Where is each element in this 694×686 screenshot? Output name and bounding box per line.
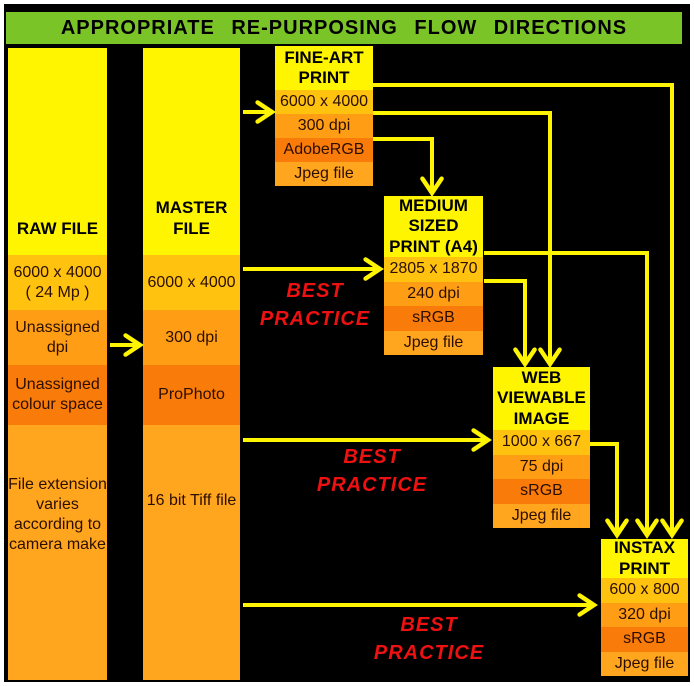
raw-dimensions: 6000 x 4000 ( 24 Mp ) xyxy=(8,255,107,310)
arrow-medium-to-web xyxy=(484,279,537,368)
medium-dimensions: 2805 x 1870 xyxy=(384,257,483,282)
master-file-header: MASTER FILE xyxy=(143,48,240,255)
web-file-type: Jpeg file xyxy=(493,503,590,528)
instax-colour-space: sRGB xyxy=(601,627,688,652)
raw-file-header: RAW FILE xyxy=(8,48,107,255)
web-dpi: 75 dpi xyxy=(493,454,590,479)
master-dimensions: 6000 x 4000 xyxy=(143,255,240,310)
master-file-type: 16 bit Tiff file xyxy=(143,425,240,680)
medium-header: MEDIUM SIZED PRINT (A4) xyxy=(384,196,483,257)
arrow-fineart-to-medium xyxy=(373,137,444,197)
fineart-header: FINE-ART PRINT xyxy=(275,46,373,90)
instax-file-type: Jpeg file xyxy=(601,651,688,676)
medium-colour-space: sRGB xyxy=(384,306,483,331)
arrow-web-to-instax xyxy=(590,442,629,539)
medium-dpi: 240 dpi xyxy=(384,281,483,306)
title-banner: APPROPRIATE RE-PURPOSING FLOW DIRECTIONS xyxy=(6,12,682,44)
fineart-dpi: 300 dpi xyxy=(275,114,373,138)
fineart-print-box: FINE-ART PRINT 6000 x 4000 300 dpi Adobe… xyxy=(275,46,373,186)
fineart-dimensions: 6000 x 4000 xyxy=(275,90,373,114)
instax-header: INSTAX PRINT xyxy=(601,538,688,578)
fineart-colour-space: AdobeRGB xyxy=(275,138,373,162)
web-dimensions: 1000 x 667 xyxy=(493,430,590,455)
raw-file-extension: File extension varies according to camer… xyxy=(8,425,107,680)
medium-print-box: MEDIUM SIZED PRINT (A4) 2805 x 1870 240 … xyxy=(384,196,483,355)
best-practice-label-instax: BEST PRACTICE xyxy=(373,614,485,664)
instax-dpi: 320 dpi xyxy=(601,602,688,627)
medium-file-type: Jpeg file xyxy=(384,330,483,355)
master-dpi: 300 dpi xyxy=(143,310,240,365)
instax-dimensions: 600 x 800 xyxy=(601,578,688,603)
raw-colour-space: Unassigned colour space xyxy=(8,365,107,425)
web-image-box: WEB VIEWABLE IMAGE 1000 x 667 75 dpi sRG… xyxy=(493,367,590,528)
web-colour-space: sRGB xyxy=(493,479,590,504)
raw-file-column: RAW FILE 6000 x 4000 ( 24 Mp ) Unassigne… xyxy=(8,48,107,680)
best-practice-label-web: BEST PRACTICE xyxy=(316,446,428,496)
master-file-column: MASTER FILE 6000 x 4000 300 dpi ProPhoto… xyxy=(143,48,240,680)
raw-dpi: Unassigned dpi xyxy=(8,310,107,365)
web-header: WEB VIEWABLE IMAGE xyxy=(493,367,590,430)
instax-print-box: INSTAX PRINT 600 x 800 320 dpi sRGB Jpeg… xyxy=(601,538,688,676)
fineart-file-type: Jpeg file xyxy=(275,162,373,186)
best-practice-label-medium: BEST PRACTICE xyxy=(259,280,371,330)
master-colour-space: ProPhoto xyxy=(143,365,240,425)
